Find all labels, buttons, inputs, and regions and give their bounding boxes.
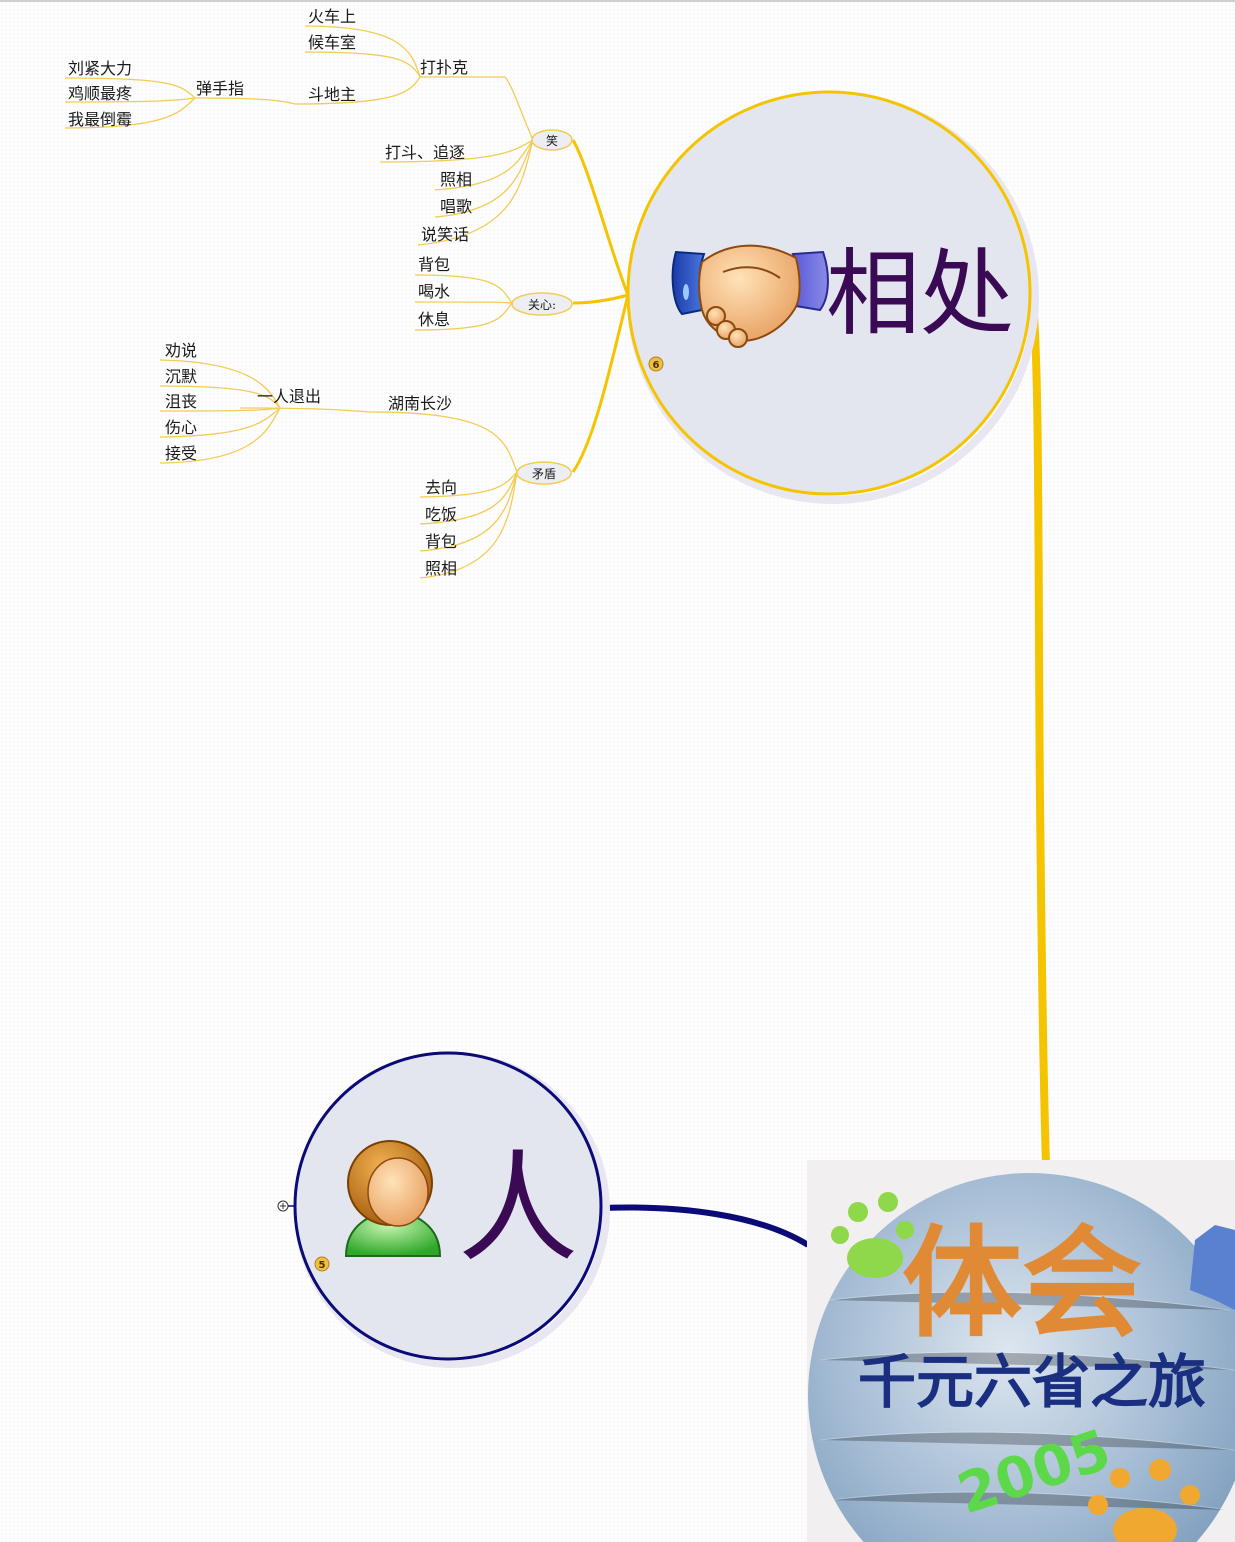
subtopic-maodun-label: 矛盾 — [532, 467, 556, 481]
node-dapuke[interactable]: 打扑克 — [420, 58, 468, 77]
node-tanshouzhi[interactable]: 弹手指 — [196, 79, 244, 98]
node-doudizhu[interactable]: 斗地主 — [308, 85, 356, 104]
topic-xiangchu[interactable]: 相处 6 — [626, 90, 1039, 504]
central-topic-image[interactable]: 体会 千元六省之旅 2005 — [807, 1160, 1235, 1542]
node-shuoxiaohua[interactable]: 说笑话 — [421, 225, 469, 244]
topic-ren-label: 人 — [458, 1140, 578, 1279]
node-huochedshang[interactable]: 火车上 — [308, 7, 356, 26]
central-title: 体会 — [902, 1215, 1142, 1354]
expand-plus-icon[interactable] — [277, 1200, 295, 1212]
subtopic-guanxin-label: 关心: — [528, 298, 556, 312]
node-jishunzuiteng[interactable]: 鸡顺最疼 — [68, 84, 132, 103]
subtopic-guanxin[interactable]: 关心: — [511, 292, 573, 316]
top-border — [0, 0, 1235, 2]
node-yirentuichu[interactable]: 一人退出 — [257, 387, 321, 406]
subtopic-xiao[interactable]: 笑 — [531, 129, 573, 151]
paw-print-icon — [831, 1192, 914, 1278]
node-wozuidaomei[interactable]: 我最倒霉 — [68, 110, 132, 129]
node-connectors — [64, 25, 534, 579]
central-subtitle: 千元六省之旅 — [858, 1348, 1206, 1416]
subtopic-connectors — [571, 139, 630, 473]
person-icon — [344, 1140, 442, 1257]
node-zhaoxiang[interactable]: 照相 — [440, 170, 472, 189]
node-chifan[interactable]: 吃饭 — [425, 505, 457, 524]
node-houcheshi[interactable]: 候车室 — [308, 33, 356, 52]
node-shangxin[interactable]: 伤心 — [165, 418, 197, 437]
node-liujindali[interactable]: 刘紧大力 — [68, 59, 132, 78]
node-beibao-2[interactable]: 背包 — [425, 532, 457, 551]
node-zhaoxiang-2[interactable]: 照相 — [425, 559, 457, 578]
subtopic-xiao-label: 笑 — [546, 133, 558, 148]
node-hunanchangsha[interactable]: 湖南长沙 — [388, 394, 452, 413]
badge-xiangchu: 6 — [648, 356, 664, 372]
node-heshui[interactable]: 喝水 — [418, 282, 450, 301]
paw-print-icon — [1190, 1225, 1235, 1310]
node-xiuxi[interactable]: 休息 — [418, 310, 450, 329]
node-jieshou[interactable]: 接受 — [165, 444, 197, 463]
badge-ren-count: 5 — [319, 1260, 326, 1271]
handshake-icon — [671, 244, 829, 348]
node-jusang[interactable]: 沮丧 — [165, 392, 197, 411]
topic-xiangchu-label: 相处 — [826, 240, 1014, 349]
badge-ren: 5 — [314, 1256, 330, 1272]
subtopic-maodun[interactable]: 矛盾 — [516, 461, 572, 485]
node-changge[interactable]: 唱歌 — [440, 197, 472, 216]
node-beibao[interactable]: 背包 — [418, 255, 450, 274]
branch-xiangchu — [1027, 290, 1050, 1166]
branch-ren — [601, 1204, 810, 1248]
node-quanshuo[interactable]: 劝说 — [165, 341, 197, 360]
node-dadou[interactable]: 打斗、追逐 — [385, 143, 465, 162]
node-chenmo[interactable]: 沉默 — [165, 367, 197, 386]
paw-print-icon — [1088, 1459, 1200, 1542]
topic-ren[interactable]: 人 5 — [277, 1051, 610, 1368]
badge-xiangchu-count: 6 — [653, 360, 660, 371]
node-quxiang[interactable]: 去向 — [425, 478, 457, 497]
